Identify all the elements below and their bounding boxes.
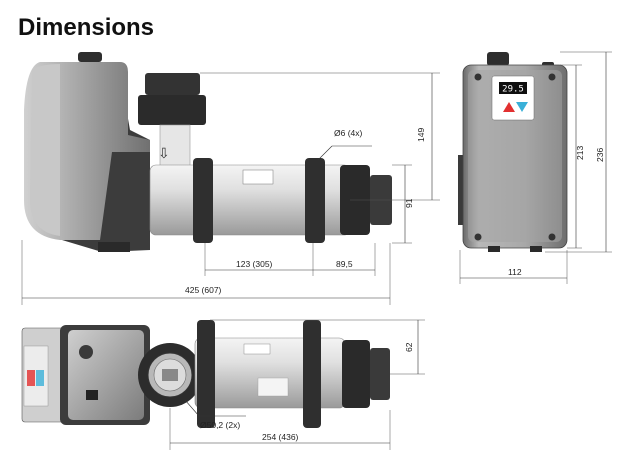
tube-plate-top (257, 377, 289, 397)
dim-89-label: 89,5 (336, 259, 353, 269)
front-foot (530, 246, 542, 252)
side-knob (78, 52, 102, 62)
dim-213-label: 213 (575, 146, 585, 160)
outlet-nut-top (342, 340, 370, 408)
top-knob (79, 345, 93, 359)
dim-91-label: 91 (404, 198, 414, 208)
screw-icon (548, 73, 556, 81)
clamp-right-top (303, 320, 321, 428)
control-panel-face (468, 70, 562, 242)
side-foot (98, 242, 130, 252)
tube-label-top (243, 343, 271, 355)
top-lid (68, 330, 144, 420)
top-cable-gland (86, 390, 98, 400)
dim-236-label: 236 (595, 148, 605, 162)
dim-pipe-label: Ø50,2 (2x) (200, 420, 240, 430)
tube-label (242, 169, 274, 185)
dim-62-label: 62 (404, 342, 414, 352)
up-arrow-icon (503, 102, 515, 112)
screw-icon (474, 73, 482, 81)
lcd-screen (499, 82, 527, 94)
inlet-element (162, 369, 178, 381)
page-title: Dimensions (18, 14, 155, 41)
dim-123-label: 123 (305) (236, 259, 273, 269)
screw-icon (548, 233, 556, 241)
dim-149-label: 149 (416, 128, 426, 142)
inlet-pipe (159, 124, 191, 171)
screw-icon (474, 233, 482, 241)
dim-112-label: 112 (508, 267, 522, 277)
dim-425-label: 425 (607) (185, 285, 222, 295)
cover-highlight (30, 64, 60, 236)
lcd-value: 29.5 (502, 85, 524, 95)
union-nut (138, 95, 206, 125)
side-view: ⇩ 149 91 Ø6 (4x) 123 (305) 89,5 425 (607 (21, 52, 440, 305)
tube-clamp-left (193, 158, 213, 243)
front-view: 29.5 213 236 112 (458, 51, 612, 284)
down-arrow-icon (516, 102, 528, 112)
clamp-left-top (197, 320, 215, 428)
front-foot (488, 246, 500, 252)
front-knob (487, 52, 509, 66)
top-view: 62 Ø50,2 (2x) 254 (436) (21, 319, 425, 450)
top-red-button-icon (27, 370, 35, 386)
tube-clamp-right (305, 158, 325, 243)
dim-hole-label: Ø6 (4x) (334, 128, 363, 138)
outlet-pipe-top (370, 348, 390, 400)
top-blue-button-icon (36, 370, 44, 386)
dim-254-label: 254 (436) (262, 432, 299, 442)
union-nut-top (145, 73, 200, 95)
flow-arrow-icon: ⇩ (158, 146, 170, 162)
